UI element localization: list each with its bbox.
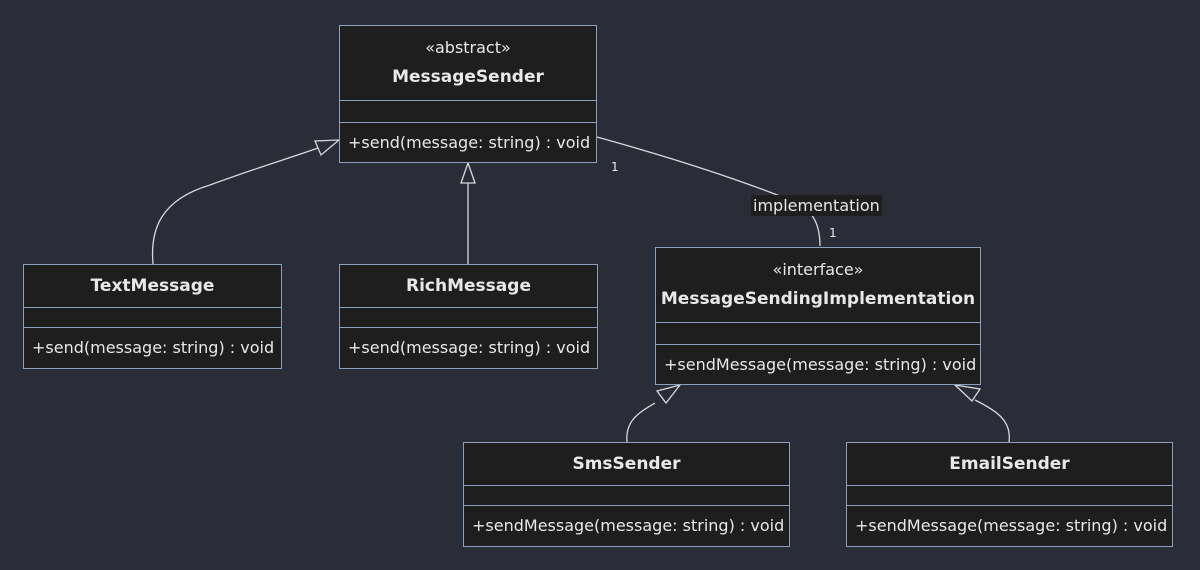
class-email-sender: EmailSender +sendMessage(message: string… <box>846 442 1173 547</box>
realization-arrowhead-smssender <box>655 383 682 405</box>
operation: +send(message: string) : void <box>348 132 591 152</box>
class-name: SmsSender <box>572 454 681 474</box>
class-header: RichMessage <box>340 265 597 308</box>
attributes-compartment <box>24 308 281 328</box>
class-name: EmailSender <box>949 454 1070 474</box>
operation: +send(message: string) : void <box>348 338 591 357</box>
class-header: TextMessage <box>24 265 281 308</box>
attributes-compartment <box>464 486 789 506</box>
class-name: MessageSender <box>392 67 544 87</box>
target-multiplicity: 1 <box>829 226 837 240</box>
class-header: «abstract» MessageSender <box>340 26 596 101</box>
class-name: MessageSendingImplementation <box>660 289 976 309</box>
class-name: TextMessage <box>90 276 215 296</box>
operation: +sendMessage(message: string) : void <box>472 516 785 535</box>
class-text-message: TextMessage +send(message: string) : voi… <box>23 264 282 369</box>
realization-line-smssender <box>626 402 656 443</box>
class-header: EmailSender <box>847 443 1172 486</box>
inheritance-arrowhead-richmessage <box>460 161 476 184</box>
association-line <box>596 136 821 247</box>
association-label: implementation <box>751 195 882 216</box>
class-sms-sender: SmsSender +sendMessage(message: string) … <box>463 442 790 547</box>
realization-line-emailsender <box>974 399 1010 443</box>
inheritance-line-textmessage <box>151 147 319 265</box>
inheritance-arrowhead-textmessage <box>314 139 341 157</box>
operation: +sendMessage(message: string) : void <box>664 354 977 374</box>
operation: +send(message: string) : void <box>32 338 275 357</box>
attributes-compartment <box>340 101 596 123</box>
source-multiplicity: 1 <box>611 160 619 174</box>
stereotype-label: «abstract» <box>425 38 511 57</box>
attributes-compartment <box>847 486 1172 506</box>
class-name: RichMessage <box>406 276 531 296</box>
class-rich-message: RichMessage +send(message: string) : voi… <box>339 264 598 369</box>
class-message-sending-implementation: «interface» MessageSendingImplementation… <box>655 247 981 385</box>
class-header: «interface» MessageSendingImplementation <box>656 248 980 323</box>
class-message-sender: «abstract» MessageSender +send(message: … <box>339 25 597 163</box>
attributes-compartment <box>656 323 980 345</box>
class-header: SmsSender <box>464 443 789 486</box>
stereotype-label: «interface» <box>772 260 864 279</box>
realization-arrowhead-emailsender <box>953 384 982 403</box>
attributes-compartment <box>340 308 597 328</box>
operation: +sendMessage(message: string) : void <box>855 516 1168 535</box>
